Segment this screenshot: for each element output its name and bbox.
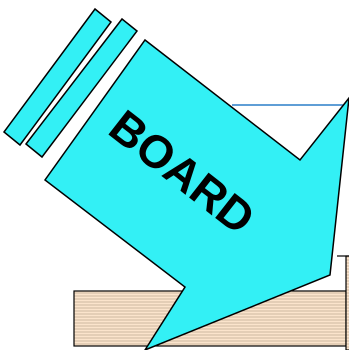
board-diagram: BOARD — [0, 0, 349, 350]
